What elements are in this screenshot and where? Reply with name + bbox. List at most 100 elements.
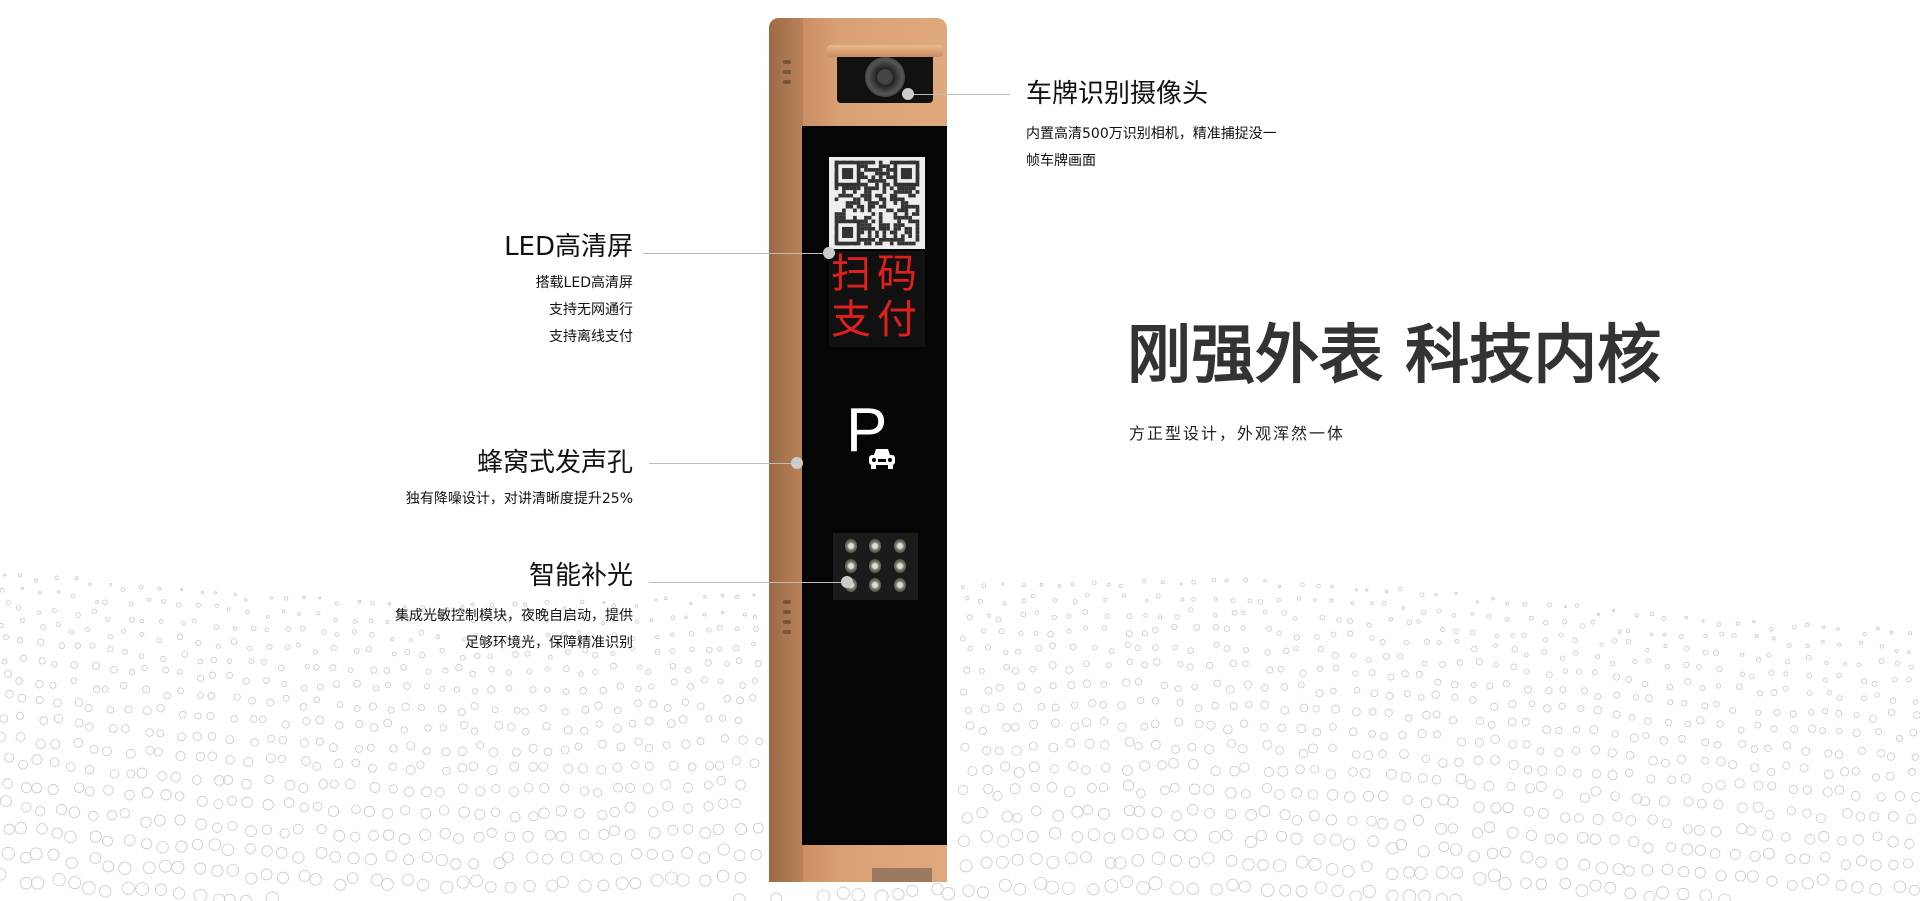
dot: [1731, 632, 1737, 638]
led-screen: 扫码 支付: [829, 251, 925, 347]
dot: [1419, 592, 1425, 597]
dot: [977, 886, 989, 899]
dot: [981, 583, 987, 588]
dot: [1786, 806, 1796, 816]
dot: [176, 633, 184, 641]
dot: [1046, 855, 1060, 869]
dot: [1092, 645, 1098, 651]
dot: [387, 706, 395, 714]
dot: [752, 822, 764, 834]
dot: [20, 586, 25, 590]
dot: [1368, 669, 1376, 676]
dot: [1875, 728, 1883, 736]
dot: [1888, 859, 1899, 870]
dot: [1352, 707, 1361, 717]
dot: [1661, 616, 1667, 621]
dot: [264, 774, 274, 785]
dot: [1384, 589, 1389, 594]
dot: [1329, 584, 1334, 589]
dot: [1646, 774, 1656, 784]
dot: [1822, 708, 1829, 715]
dot: [373, 685, 380, 692]
dot: [1611, 730, 1619, 738]
dot: [1821, 639, 1825, 644]
dot: [542, 722, 551, 731]
dot: [1716, 666, 1723, 673]
dot: [718, 714, 727, 722]
dot: [439, 805, 450, 816]
dot: [576, 630, 582, 635]
dot: [1260, 684, 1269, 692]
dot: [1592, 814, 1604, 826]
dot: [233, 592, 237, 597]
dot: [4, 752, 15, 763]
dot: [334, 878, 347, 891]
dot: [964, 706, 972, 715]
dot: [1840, 859, 1852, 870]
dot: [1625, 638, 1632, 645]
dot: [105, 616, 111, 622]
dot: [513, 707, 521, 714]
dot: [1487, 721, 1496, 729]
dot: [1904, 838, 1915, 849]
dot: [982, 746, 992, 756]
dot: [351, 629, 357, 635]
dot: [141, 664, 148, 672]
dot: [1033, 631, 1039, 636]
dot: [1836, 672, 1842, 679]
dot: [523, 602, 528, 607]
dot: [1912, 699, 1919, 705]
dot: [1383, 652, 1391, 660]
dot: [316, 683, 324, 691]
dot: [670, 632, 675, 637]
dot: [39, 716, 48, 725]
dot: [752, 626, 759, 632]
dot: [1782, 685, 1789, 692]
dot: [1189, 783, 1201, 795]
dot: [1276, 598, 1281, 603]
dot: [1823, 769, 1834, 780]
dot: [1677, 887, 1690, 901]
dot: [505, 684, 513, 692]
dot: [1124, 641, 1132, 649]
dot: [994, 746, 1004, 756]
dot: [1474, 737, 1484, 747]
dot: [1369, 635, 1375, 641]
dot: [473, 633, 479, 639]
dot: [624, 801, 636, 813]
dot: [1521, 632, 1527, 638]
dot: [491, 784, 501, 794]
dot: [1656, 886, 1669, 900]
dot: [70, 677, 78, 684]
dot: [1628, 713, 1636, 721]
dot: [1121, 593, 1126, 598]
dot: [716, 775, 726, 786]
dot: [1057, 584, 1062, 588]
dot: [1435, 893, 1448, 901]
dot: [281, 681, 288, 688]
dot: [488, 618, 493, 623]
dot: [816, 889, 831, 901]
dot: [36, 823, 48, 835]
dot: [1520, 850, 1534, 864]
dot: [1084, 738, 1095, 749]
dot: [1145, 599, 1149, 603]
dot: [521, 707, 529, 716]
dot: [1070, 582, 1075, 587]
dot: [978, 667, 985, 674]
dot: [1224, 578, 1229, 583]
feature-title: LED高清屏: [504, 232, 633, 262]
dot: [1632, 659, 1638, 665]
dot: [1168, 758, 1179, 769]
dot: [662, 800, 674, 812]
dot: [295, 642, 301, 648]
dot: [696, 737, 705, 746]
dot: [1179, 582, 1183, 586]
dot: [334, 632, 339, 637]
dot: [99, 885, 112, 898]
dot: [578, 879, 592, 893]
dot: [752, 614, 757, 619]
dot: [701, 676, 708, 684]
dot: [459, 616, 465, 622]
dot: [29, 847, 43, 861]
